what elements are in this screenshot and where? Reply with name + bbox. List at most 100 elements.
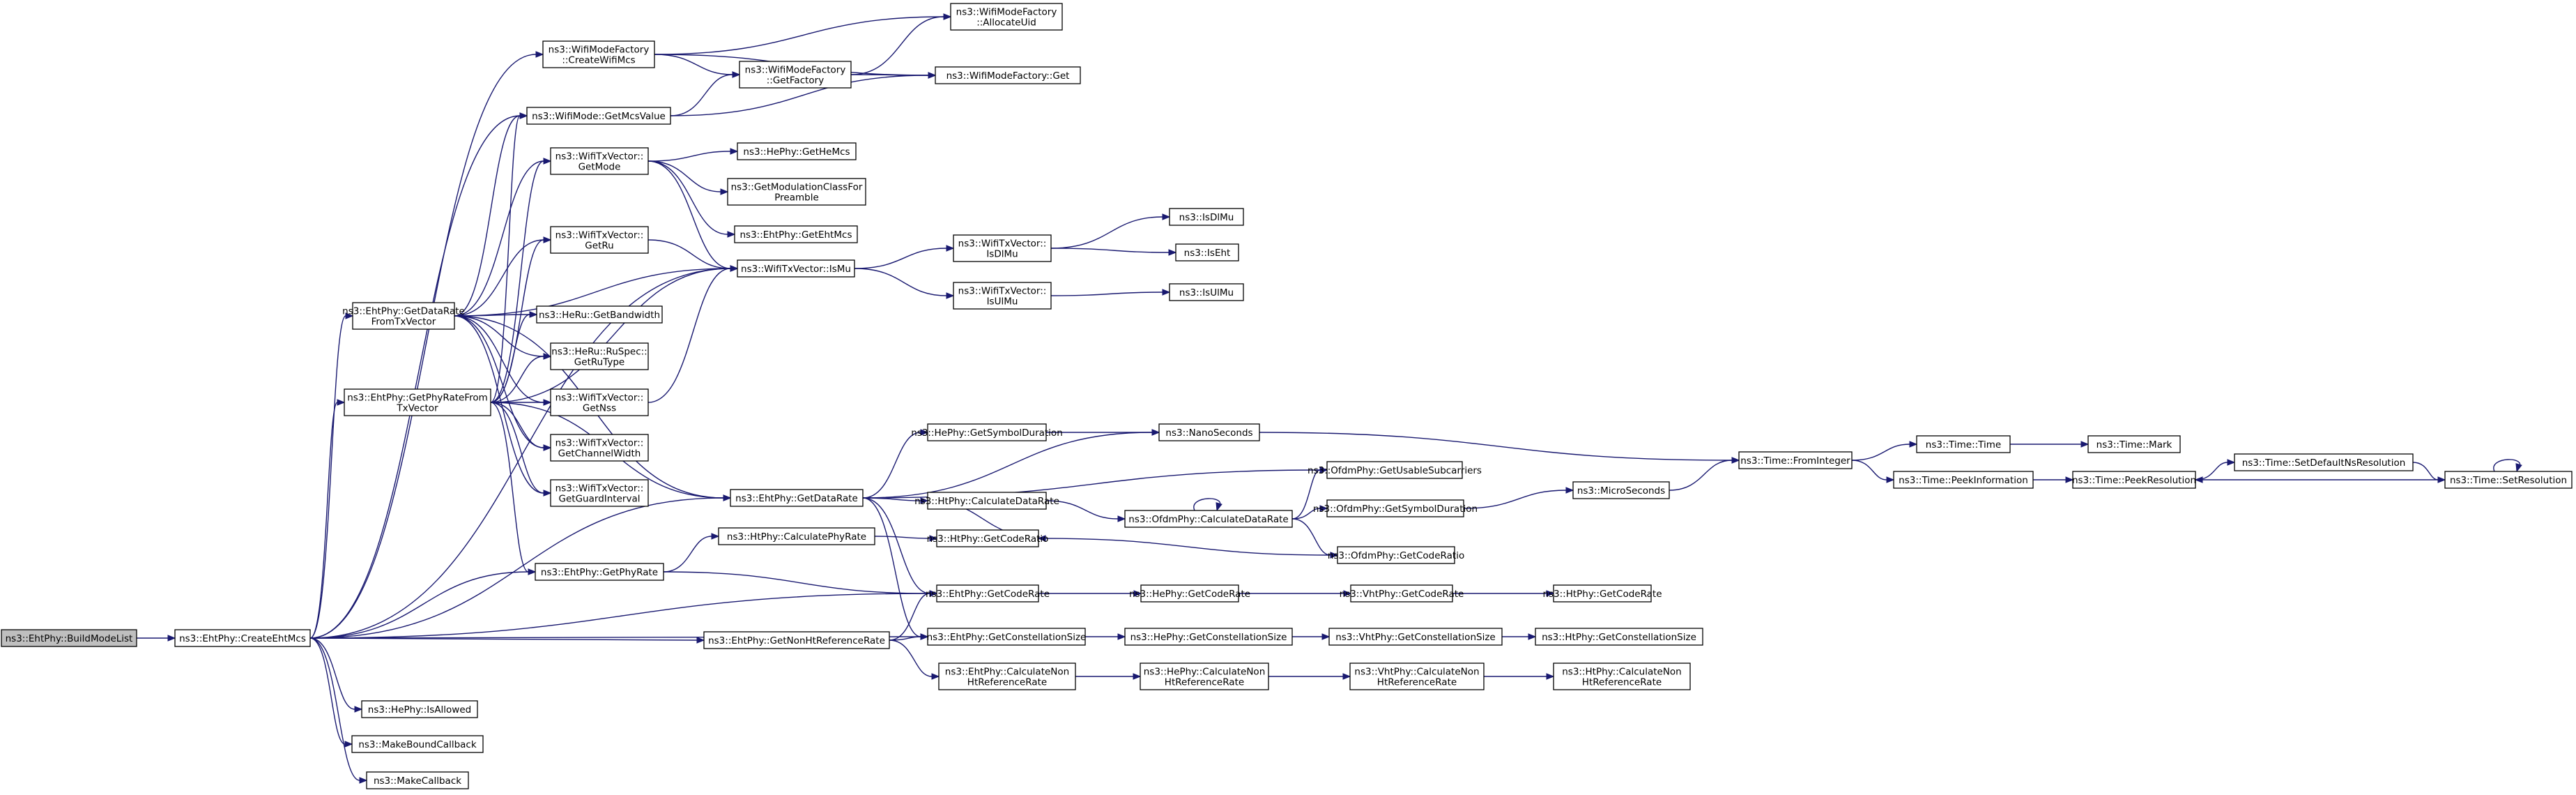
node-ht-get-code-rate[interactable]: ns3::HtPhy::GetCodeRate — [1542, 584, 1662, 603]
node-get-nss[interactable]: ns3::WifiTxVector::GetNss — [550, 388, 649, 416]
node-get-ru[interactable]: ns3::WifiTxVector::GetRu — [550, 226, 649, 254]
node-get-symbol-duration[interactable]: ns3::HePhy::GetSymbolDuration — [911, 423, 1063, 441]
node-get-guard-interval[interactable]: ns3::WifiTxVector::GetGuardInterval — [550, 479, 649, 507]
edge-line — [309, 268, 731, 639]
arrowhead — [1909, 441, 1918, 448]
node-he-get-code-rate[interactable]: ns3::HePhy::GetCodeRate — [1129, 584, 1250, 603]
node-box — [550, 479, 649, 507]
node-get-eht-mcs[interactable]: ns3::EhtPhy::GetEhtMcs — [734, 225, 858, 243]
arrowhead — [1319, 467, 1328, 474]
node-ht-get-constellation-size[interactable]: ns3::HtPhy::GetConstellationSize — [1535, 628, 1703, 646]
node-label: ns3::WifiTxVector:: — [958, 286, 1047, 297]
edge-he-get-code-rate-to-vht-get-code-rate — [1239, 590, 1352, 597]
node-box — [927, 423, 1047, 441]
node-allocate-uid[interactable]: ns3::WifiModeFactory::AllocateUid — [950, 3, 1063, 31]
node-get-mcs-value[interactable]: ns3::WifiMode::GetMcsValue — [526, 107, 671, 125]
edge-line — [309, 593, 930, 639]
node-micro-seconds[interactable]: ns3::MicroSeconds — [1572, 481, 1670, 499]
node-ofdm-get-code-ratio[interactable]: ns3::OfdmPhy::GetCodeRatio — [1328, 546, 1464, 564]
edge-line — [1851, 444, 1910, 461]
node-peek-resolution[interactable]: ns3::Time::PeekResolution — [2072, 471, 2196, 489]
arrowhead — [696, 637, 705, 644]
node-label: ns3::EhtPhy::GetDataRate — [735, 493, 858, 504]
node-eht-get-code-rate[interactable]: ns3::EhtPhy::GetCodeRate — [926, 584, 1050, 603]
node-label: ns3::EhtPhy::CreateEhtMcs — [179, 633, 306, 644]
edge-line — [874, 536, 930, 539]
node-eht-get-constellation-size[interactable]: ns3::EhtPhy::GetConstellationSize — [927, 628, 1087, 646]
node-label: ns3::OfdmPhy::GetUsableSubcarriers — [1308, 465, 1482, 476]
edge-get-mcs-value-to-factory-get — [670, 72, 937, 116]
node-vht-get-code-rate[interactable]: ns3::VhtPhy::GetCodeRate — [1340, 584, 1464, 603]
node-get-bandwidth[interactable]: ns3::HeRu::GetBandwidth — [536, 305, 663, 324]
node-create-wifi-mcs[interactable]: ns3::WifiModeFactory::CreateWifiMcs — [542, 40, 655, 68]
node-vht-get-constellation-size[interactable]: ns3::VhtPhy::GetConstellationSize — [1328, 628, 1503, 646]
arrowhead — [1343, 590, 1352, 597]
edge-line — [663, 571, 930, 594]
node-box — [927, 492, 1047, 510]
node-label: ns3::MakeCallback — [374, 775, 461, 787]
node-create-eht-mcs[interactable]: ns3::EhtPhy::CreateEhtMcs — [174, 629, 311, 647]
node-get-mode[interactable]: ns3::WifiTxVector::GetMode — [550, 147, 649, 175]
arrowhead — [359, 777, 368, 784]
node-box — [550, 434, 649, 462]
arrowhead — [1133, 673, 1142, 680]
node-tx-is-ul-mu[interactable]: ns3::WifiTxVector::IsUlMu — [953, 282, 1052, 310]
node-is-eht[interactable]: ns3::IsEht — [1175, 243, 1239, 262]
edge-line — [862, 432, 921, 499]
node-set-default-ns-resolution[interactable]: ns3::Time::SetDefaultNsResolution — [2234, 453, 2414, 471]
node-box — [1916, 435, 2011, 453]
edge-create-eht-mcs-to-is-allowed — [309, 637, 363, 713]
node-box — [1124, 510, 1293, 528]
node-is-allowed[interactable]: ns3::HePhy::IsAllowed — [361, 700, 478, 718]
node-from-integer[interactable]: ns3::Time::FromInteger — [1738, 451, 1853, 469]
edge-ofdm-calculate-data-rate-to-get-usable-subcarriers — [1291, 467, 1328, 520]
edge-get-phy-rate-from-tx-vector-to-get-guard-interval — [490, 402, 552, 497]
node-factory-get[interactable]: ns3::WifiModeFactory::Get — [935, 66, 1081, 84]
arrowhead — [1321, 633, 1331, 640]
node-get-factory[interactable]: ns3::WifiModeFactory::GetFactory — [739, 61, 852, 89]
arrowhead — [543, 158, 552, 165]
node-eht-get-phy-rate[interactable]: ns3::EhtPhy::GetPhyRate — [535, 563, 664, 581]
node-box — [1350, 584, 1453, 603]
arrowhead — [946, 245, 955, 252]
node-build-mode-list[interactable]: ns3::EhtPhy::BuildModeList — [1, 629, 137, 647]
node-get-channel-width[interactable]: ns3::WifiTxVector::GetChannelWidth — [550, 434, 649, 462]
node-nano-seconds[interactable]: ns3::NanoSeconds — [1158, 423, 1260, 441]
node-he-get-constellation-size[interactable]: ns3::HePhy::GetConstellationSize — [1124, 628, 1293, 646]
node-eht-get-data-rate[interactable]: ns3::EhtPhy::GetDataRate — [730, 489, 864, 507]
node-ht-calculate-phy-rate[interactable]: ns3::HtPhy::CalculatePhyRate — [718, 527, 875, 545]
node-is-ul-mu[interactable]: ns3::IsUlMu — [1169, 283, 1244, 301]
node-is-dl-mu[interactable]: ns3::IsDlMu — [1169, 208, 1244, 226]
node-get-usable-subcarriers[interactable]: ns3::OfdmPhy::GetUsableSubcarriers — [1308, 461, 1482, 479]
node-make-callback[interactable]: ns3::MakeCallback — [366, 771, 469, 789]
edge-line — [647, 151, 731, 162]
node-get-non-ht-reference-rate[interactable]: ns3::EhtPhy::GetNonHtReferenceRate — [703, 631, 890, 649]
node-is-mu[interactable]: ns3::WifiTxVector::IsMu — [737, 259, 855, 278]
node-box — [1140, 584, 1239, 603]
arrowhead — [723, 494, 732, 501]
node-get-ru-type[interactable]: ns3::HeRu::RuSpec::GetRuType — [550, 342, 649, 370]
node-label: ns3::WifiTxVector:: — [555, 393, 644, 404]
node-box — [344, 388, 491, 416]
node-ht-calculate-data-rate[interactable]: ns3::HtPhy::CalculateDataRate — [914, 492, 1059, 510]
node-ofdm-get-symbol-duration[interactable]: ns3::OfdmPhy::GetSymbolDuration — [1313, 499, 1478, 517]
node-peek-information[interactable]: ns3::Time::PeekInformation — [1893, 471, 2034, 489]
node-make-bound-callback[interactable]: ns3::MakeBoundCallback — [351, 735, 484, 753]
node-label: ns3::Time::Mark — [2096, 439, 2172, 450]
edge-line — [862, 497, 921, 501]
node-ht-get-code-ratio[interactable]: ns3::HtPhy::GetCodeRatio — [927, 529, 1049, 547]
node-get-he-mcs[interactable]: ns3::HePhy::GetHeMcs — [737, 142, 857, 160]
node-ofdm-calculate-data-rate[interactable]: ns3::OfdmPhy::CalculateDataRate — [1124, 510, 1293, 528]
node-set-resolution[interactable]: ns3::Time::SetResolution — [2444, 471, 2573, 489]
node-time-mark[interactable]: ns3::Time::Mark — [2087, 435, 2181, 453]
node-time-time[interactable]: ns3::Time::Time — [1916, 435, 2011, 453]
node-tx-is-dl-mu[interactable]: ns3::WifiTxVector::IsDlMu — [953, 234, 1052, 262]
edge-line — [454, 315, 544, 403]
